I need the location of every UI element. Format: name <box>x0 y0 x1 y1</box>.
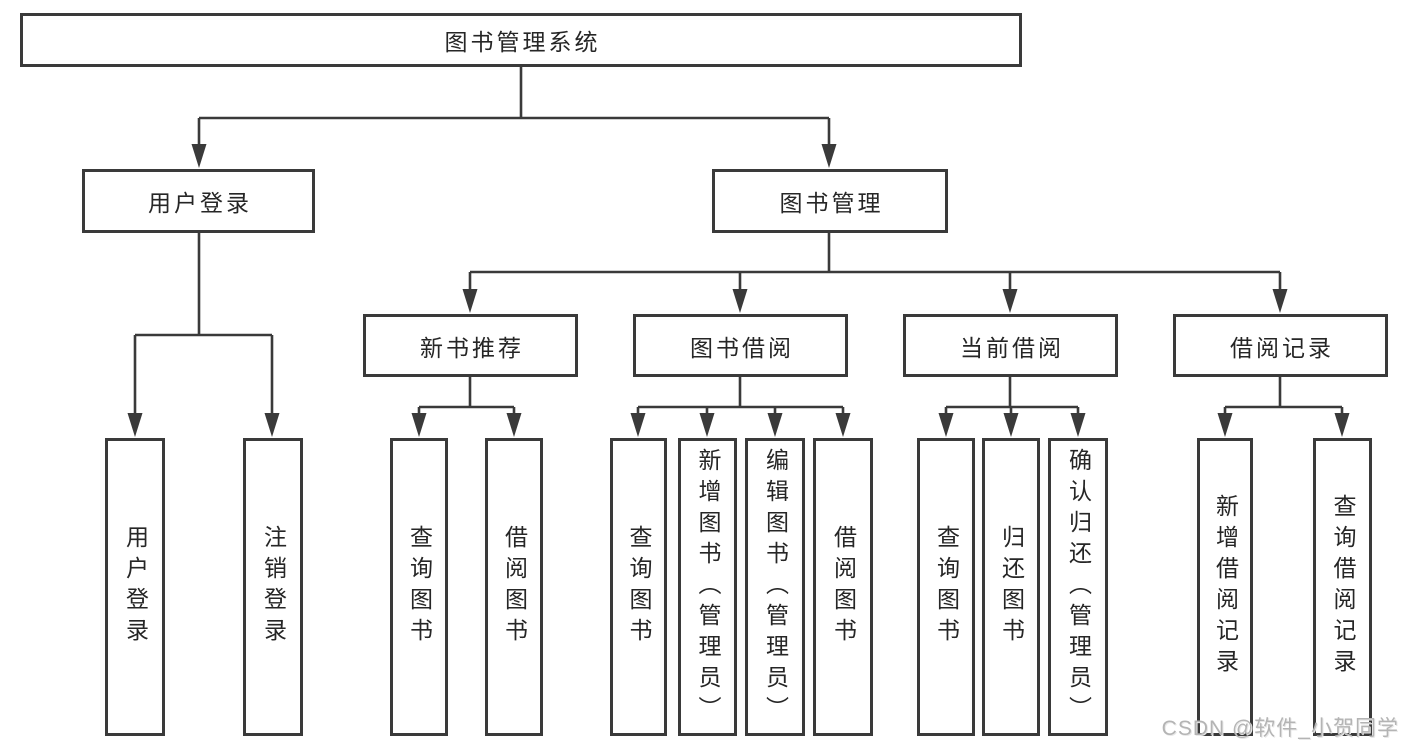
node-book-management: 图书管理 <box>712 169 948 233</box>
leaf-add-borrow-record: 新增借阅记录 <box>1197 438 1253 736</box>
leaf-borrow-books: 借阅图书 <box>813 438 873 736</box>
leaf-borrow-books-recommend: 借阅图书 <box>485 438 543 736</box>
node-library-management-system: 图书管理系统 <box>20 13 1022 67</box>
node-current-borrowing: 当前借阅 <box>903 314 1118 377</box>
leaf-user-login: 用户登录 <box>105 438 165 736</box>
node-book-borrowing: 图书借阅 <box>633 314 848 377</box>
leaf-logout: 注销登录 <box>243 438 303 736</box>
leaf-add-book-admin: 新增图书（管理员） <box>678 438 737 736</box>
leaf-query-books-current: 查询图书 <box>917 438 975 736</box>
leaf-query-borrow-record: 查询借阅记录 <box>1313 438 1372 736</box>
leaf-query-books-recommend: 查询图书 <box>390 438 448 736</box>
node-new-book-recommendation: 新书推荐 <box>363 314 578 377</box>
leaf-confirm-return-admin: 确认归还（管理员） <box>1048 438 1108 736</box>
arrowheads <box>127 144 1350 437</box>
csdn-watermark: CSDN @软件_小贺同学 <box>1161 717 1399 740</box>
node-borrowing-records: 借阅记录 <box>1173 314 1388 377</box>
leaf-query-books-borrow: 查询图书 <box>610 438 667 736</box>
leaf-return-book: 归还图书 <box>982 438 1040 736</box>
node-user-login: 用户登录 <box>82 169 315 233</box>
leaf-edit-book-admin: 编辑图书（管理员） <box>745 438 805 736</box>
